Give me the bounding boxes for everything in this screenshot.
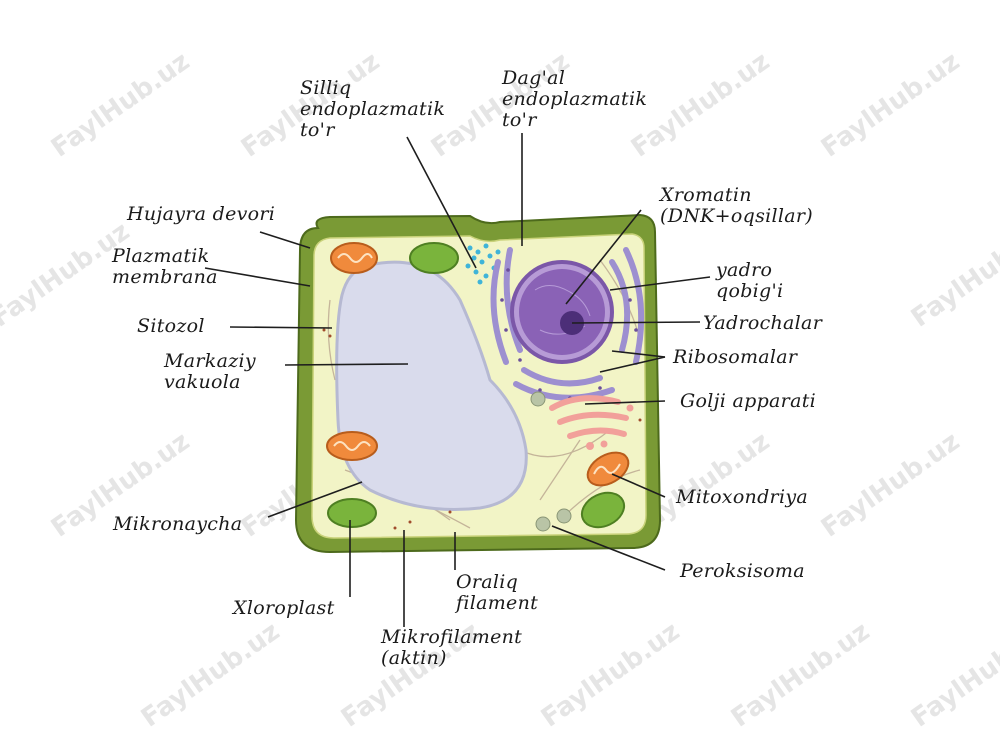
chloroplast-group [327, 242, 626, 529]
label-cytosol: Sitozol [137, 315, 205, 337]
mitochondrion [326, 431, 378, 461]
label-ribosomes: Ribosomalar [673, 346, 798, 368]
label-golgi: Golji apparati [680, 390, 817, 412]
nucleus [519, 269, 605, 355]
golgi-apparatus [549, 395, 629, 439]
rough-er [490, 247, 645, 401]
label-microtubule: Mikronaycha [113, 513, 243, 535]
label-microfilament: Mikrofilament(aktin) [381, 626, 523, 669]
cytosol-ribosomes [322, 328, 642, 530]
peroxisome [535, 516, 551, 532]
chloroplast [580, 491, 626, 529]
label-mitochondria: Mitoxondriya [676, 486, 808, 508]
label-peroxisome: Peroksisoma [680, 560, 805, 582]
chloroplast [327, 498, 377, 528]
chloroplast [409, 242, 459, 274]
label-nucleolus: Yadrochalar [703, 312, 823, 334]
central-vacuole [335, 260, 528, 511]
ribosome-dots [500, 268, 638, 400]
peroxisome-group [530, 391, 572, 532]
label-cell-wall: Hujayra devori [127, 203, 276, 225]
label-chromatin: Xromatin(DNK+oqsillar) [660, 184, 813, 227]
peroxisome [530, 391, 546, 407]
smooth-er-dots [465, 243, 501, 285]
mitochondrion [330, 242, 378, 274]
label-chloroplast: Xloroplast [233, 597, 335, 619]
mitochondria-group [326, 242, 630, 487]
golgi-vesicles [586, 404, 634, 450]
peroxisome [556, 508, 572, 524]
leader-lines [204, 133, 711, 627]
